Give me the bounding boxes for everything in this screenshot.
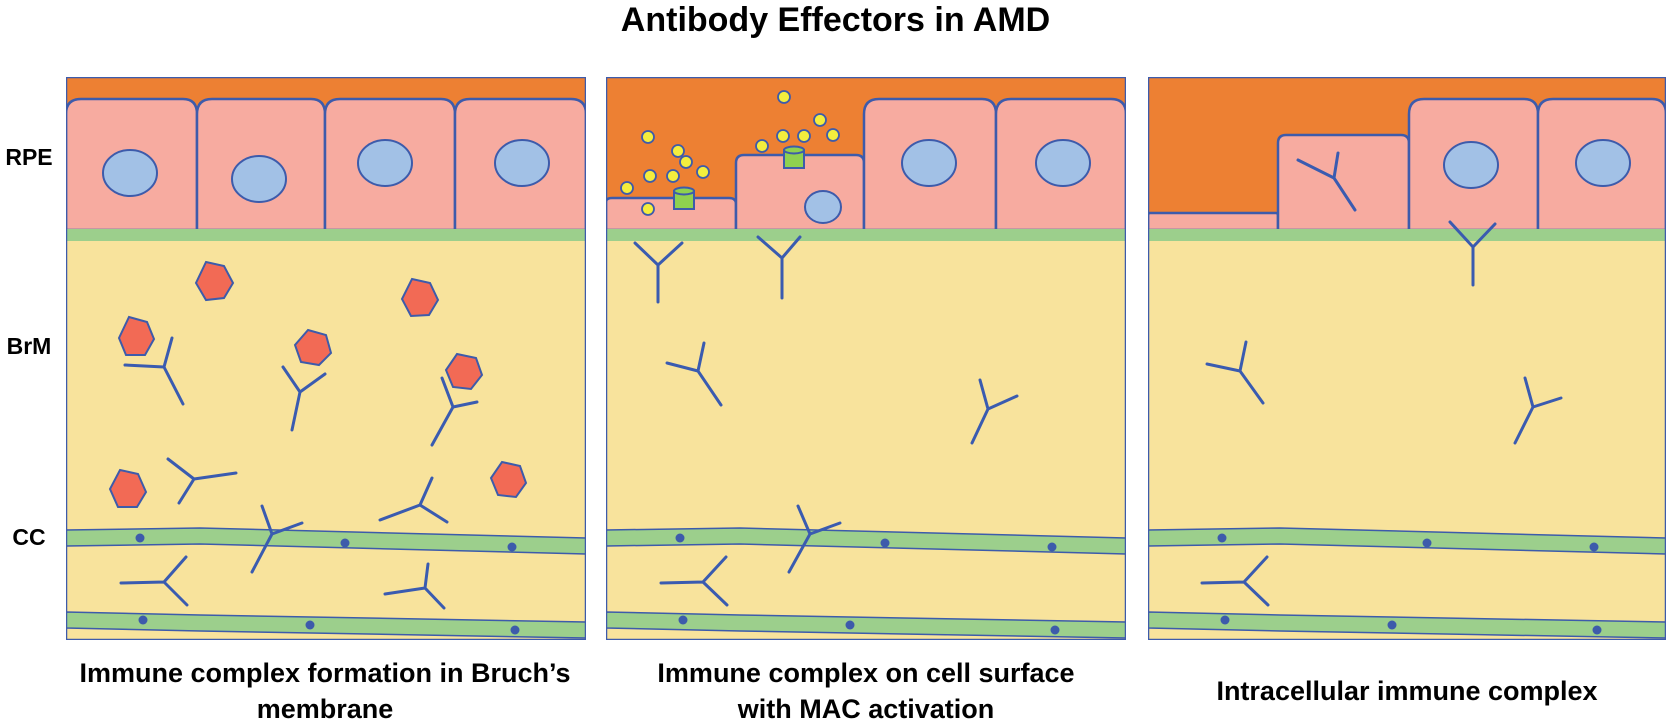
- antigen: [489, 460, 528, 499]
- bruchs-membrane-line: [1148, 229, 1666, 241]
- antibody: [383, 562, 446, 610]
- panel-bruchs-membrane-complex: [66, 77, 586, 640]
- antigen: [444, 352, 484, 391]
- nucleus: [231, 155, 287, 203]
- antigen: [400, 277, 440, 318]
- antibody: [970, 378, 1019, 445]
- complement-particles: [620, 90, 840, 216]
- antigen: [117, 315, 156, 356]
- capillary-vessel: [1148, 611, 1666, 639]
- antigen: [293, 328, 333, 367]
- antibody: [633, 241, 684, 304]
- antibody: [1448, 220, 1497, 287]
- antibody: [1205, 340, 1265, 405]
- panel-mac-activation: [606, 77, 1126, 640]
- row-label-cc: CC: [12, 524, 46, 550]
- row-label-rpe: RPE: [5, 144, 53, 170]
- antibody: [250, 504, 304, 574]
- antibody: [1513, 376, 1563, 445]
- antigen: [108, 468, 148, 508]
- nucleus: [1575, 139, 1631, 187]
- nucleus: [1443, 141, 1499, 189]
- nucleus: [357, 139, 413, 187]
- antibody: [281, 365, 327, 432]
- capillary-vessel: [1148, 527, 1666, 555]
- antibody: [659, 555, 729, 607]
- capillary-vessel: [66, 527, 586, 555]
- bruchs-membrane-layer: [606, 236, 1126, 640]
- antibody: [166, 457, 238, 505]
- internalized-antibody: [1296, 151, 1357, 212]
- bruchs-membrane-layer: [66, 236, 586, 640]
- figure-title: Antibody Effectors in AMD: [620, 1, 1051, 39]
- mac-pore: [673, 186, 695, 210]
- capillary-vessel: [606, 611, 1126, 639]
- antigen: [194, 260, 235, 302]
- bruchs-membrane-line: [606, 229, 1126, 241]
- antibody: [756, 235, 802, 300]
- panel-intracellular-complex: [1148, 77, 1666, 640]
- nucleus: [901, 139, 957, 187]
- antibody: [123, 336, 185, 406]
- antibody: [430, 376, 479, 447]
- antibody: [1200, 555, 1270, 607]
- antibody: [119, 555, 189, 607]
- nucleus: [804, 190, 842, 224]
- bruchs-membrane-line: [66, 229, 586, 241]
- nucleus: [1035, 139, 1091, 187]
- nucleus: [494, 139, 550, 187]
- capillary-vessel: [606, 527, 1126, 555]
- panel-caption-2: Immune complex on cell surface with MAC …: [657, 658, 1075, 724]
- damaged-rpe-cell: [606, 196, 738, 232]
- rpe-cell-with-internalized-antibody: [1276, 133, 1411, 232]
- panel-caption-1: Immune complex formation in Bruch’s memb…: [79, 658, 571, 724]
- nucleus: [102, 149, 158, 197]
- mac-pore: [783, 145, 805, 169]
- antibody: [378, 476, 449, 524]
- panel-caption-3: Intracellular immune complex: [1216, 676, 1598, 706]
- damaged-rpe-cell: [1148, 211, 1280, 232]
- bruchs-membrane-layer: [1148, 236, 1666, 640]
- capillary-vessel: [66, 611, 586, 639]
- antibody: [787, 504, 842, 574]
- antibody: [665, 341, 723, 407]
- row-label-brm: BrM: [6, 333, 52, 359]
